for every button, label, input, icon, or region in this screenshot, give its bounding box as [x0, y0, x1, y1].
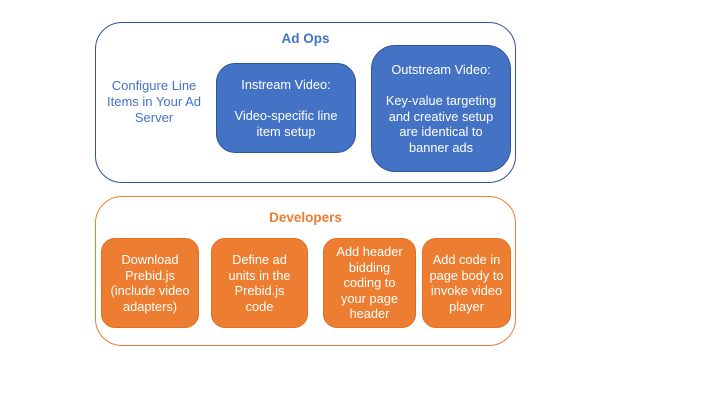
ad-ops-group-title: Ad Ops: [281, 31, 330, 46]
configure-line-items-note: Configure Line Items in Your Ad Server: [107, 78, 201, 125]
step-box-add-page-body-code: Add code in page body to invoke video pl…: [422, 238, 511, 328]
instream-video-box: Instream Video: Video-specific line item…: [216, 63, 356, 153]
outstream-video-box: Outstream Video: Key-value targeting and…: [371, 45, 511, 172]
step-box-define-ad-units: Define ad units in the Prebid.js code: [211, 238, 308, 328]
step-box-download-prebid: Download Prebid.js (include video adapte…: [101, 238, 199, 328]
developers-group-title: Developers: [269, 210, 342, 225]
developers-group: Developers Download Prebid.js (include v…: [95, 196, 516, 346]
ad-ops-group: Ad Ops Configure Line Items in Your Ad S…: [95, 22, 516, 183]
step-box-add-header-bidding: Add header bidding coding to your page h…: [323, 238, 416, 328]
